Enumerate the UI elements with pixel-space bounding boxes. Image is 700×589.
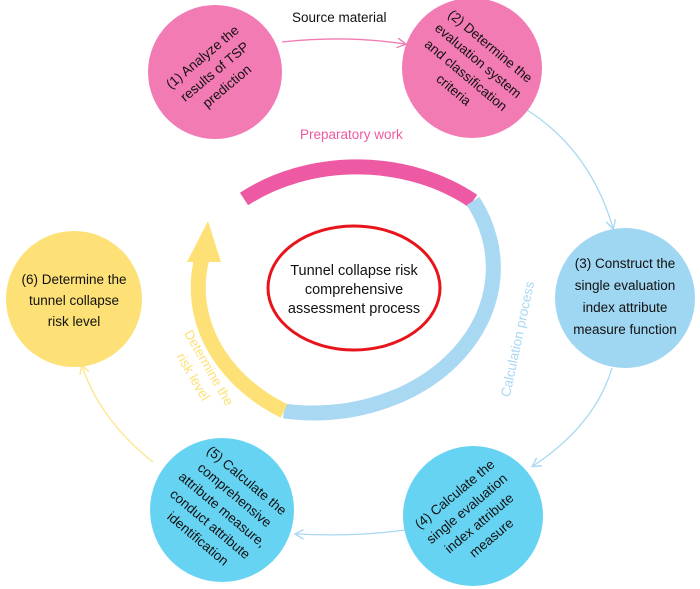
- center-title-line-1: Tunnel collapse risk: [290, 263, 418, 279]
- label-calculation-process: Calculation process: [498, 280, 537, 399]
- arrow-step4-to-step5: [296, 530, 406, 535]
- step-3-line-1: (3) Construct the: [575, 256, 676, 271]
- center-ellipse: [266, 224, 442, 352]
- inner-ring: [187, 159, 501, 421]
- step-3-line-3: index attribute: [583, 300, 668, 315]
- arrow-step5-to-step6: [82, 366, 154, 463]
- ring-pink-segment: [239, 159, 478, 208]
- step-6-line-2: tunnel collapse: [29, 293, 119, 308]
- step-6-line-3: risk level: [48, 314, 101, 329]
- arrow-step1-to-step2: [281, 39, 405, 44]
- step-3-line-2: single evaluation: [575, 278, 676, 293]
- step-3-node: (3) Construct the single evaluation inde…: [555, 228, 695, 368]
- step-2-node: (2) Determine the evaluation system and …: [402, 0, 542, 138]
- step-6-node: (6) Determine the tunnel collapse risk l…: [6, 231, 142, 367]
- step-5-circle: [150, 438, 294, 582]
- label-source-material: Source material: [292, 10, 387, 25]
- step-6-line-1: (6) Determine the: [21, 272, 126, 287]
- step-3-circle: [555, 228, 695, 368]
- ring-blue-segment: [283, 196, 501, 421]
- step-3-line-4: measure function: [573, 322, 677, 337]
- ring-yellow-arrowhead: [187, 221, 221, 262]
- label-preparatory-work: Preparatory work: [300, 127, 403, 142]
- flow-arrows: [82, 39, 613, 535]
- arrow-step3-to-step4: [533, 367, 613, 466]
- center-title-line-3: assessment process: [288, 301, 420, 317]
- step-1-node: (1) Analyze the results of TSP predictio…: [148, 5, 282, 139]
- step-2-circle: [402, 0, 542, 138]
- ring-yellow-segment: [190, 256, 288, 418]
- center-node: Tunnel collapse risk comprehensive asses…: [266, 224, 442, 352]
- step-1-circle: [148, 5, 282, 139]
- step-4-node: (4) Calculate the single evaluation inde…: [403, 446, 543, 586]
- step-6-circle: [6, 231, 142, 367]
- step-5-node: (5) Calculate the comprehensive attribut…: [150, 438, 294, 582]
- step-4-circle: [403, 446, 543, 586]
- arrow-step2-to-step3: [526, 109, 613, 228]
- center-title-line-2: comprehensive: [305, 282, 403, 298]
